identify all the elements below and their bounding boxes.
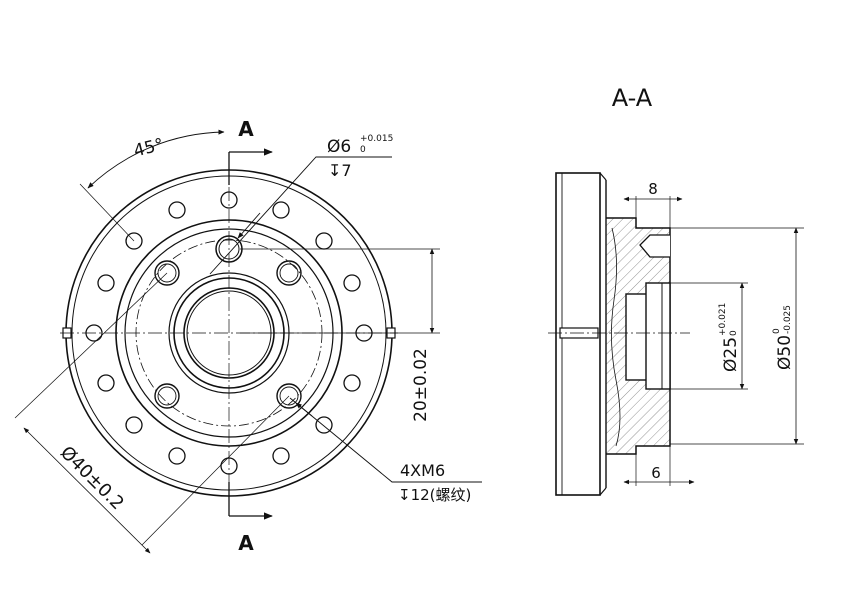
pin-hole-section — [639, 234, 670, 258]
threaded-hole-inner — [157, 386, 177, 406]
svg-text:Ø25: Ø25 — [721, 337, 741, 372]
outer-bolt-holes — [85, 191, 373, 475]
pcd-extension-a — [14, 272, 168, 419]
thread-depth: ↧12(螺纹) — [398, 486, 471, 504]
threaded-hole — [276, 383, 302, 409]
threaded-hole-inner — [279, 386, 299, 406]
bore-step-section — [645, 282, 671, 390]
dia25-label: Ø25 +0.021 0 — [718, 303, 741, 372]
svg-text:0: 0 — [772, 328, 782, 334]
dim-8-label: 8 — [648, 180, 658, 198]
angle-extension-line — [79, 183, 135, 242]
bolt-hole — [272, 447, 290, 465]
pcd-extension-b — [141, 395, 290, 546]
pin-hole-diameter: Ø6 — [327, 137, 351, 157]
threaded-hole-inner — [157, 263, 177, 283]
thread-leader-arrow — [295, 402, 313, 417]
dim-6-label: 6 — [651, 464, 661, 482]
bolt-hole — [97, 274, 115, 292]
section-mark-bottom: A — [238, 531, 254, 555]
svg-text:-0.025: -0.025 — [783, 305, 793, 334]
flange-chamfer-bottom — [599, 487, 607, 496]
bolt-hole — [315, 232, 333, 250]
threaded-hole — [276, 260, 302, 286]
section-mark-top: A — [238, 117, 254, 141]
pin-hole-depth: ↧7 — [328, 161, 352, 180]
section-cut-line — [228, 148, 273, 520]
threaded-hole-inner — [279, 263, 299, 283]
svg-text:Ø50: Ø50 — [775, 335, 795, 370]
thread-leader — [289, 397, 482, 483]
pcd-label: Ø40±0.2 — [56, 442, 128, 514]
bolt-hole — [315, 416, 333, 434]
height-label: 20±0.02 — [411, 348, 431, 422]
section-view — [548, 172, 804, 496]
bolt-hole — [343, 374, 361, 392]
bolt-hole — [168, 447, 186, 465]
thread-spec: 4XM6 — [400, 461, 445, 480]
bolt-hole — [125, 232, 143, 250]
svg-text:+0.021: +0.021 — [718, 303, 728, 336]
bolt-hole — [272, 201, 290, 219]
bolt-hole — [168, 201, 186, 219]
threaded-hole — [154, 383, 180, 409]
dia50-label: Ø50 0 -0.025 — [772, 305, 795, 370]
pin-hole-leader-arrow — [237, 212, 261, 239]
pin-hole-tol-lower: 0 — [360, 145, 366, 155]
section-break-line — [611, 227, 621, 447]
angle-label: 45° — [132, 135, 166, 162]
bore-section — [625, 293, 649, 381]
pin-hole-leader — [209, 156, 392, 275]
bolt-hole — [125, 416, 143, 434]
flange-chamfer-top — [599, 172, 607, 181]
bolt-hole — [97, 374, 115, 392]
front-view — [14, 129, 482, 554]
pcd-dimension-line — [23, 427, 151, 554]
svg-text:0: 0 — [729, 330, 739, 336]
section-view-title: A-A — [612, 84, 653, 112]
threaded-holes — [154, 260, 302, 409]
pin-hole-tol-upper: +0.015 — [360, 134, 393, 144]
angle-dimension-arc — [87, 129, 225, 189]
threaded-hole — [154, 260, 180, 286]
bolt-hole — [343, 274, 361, 292]
